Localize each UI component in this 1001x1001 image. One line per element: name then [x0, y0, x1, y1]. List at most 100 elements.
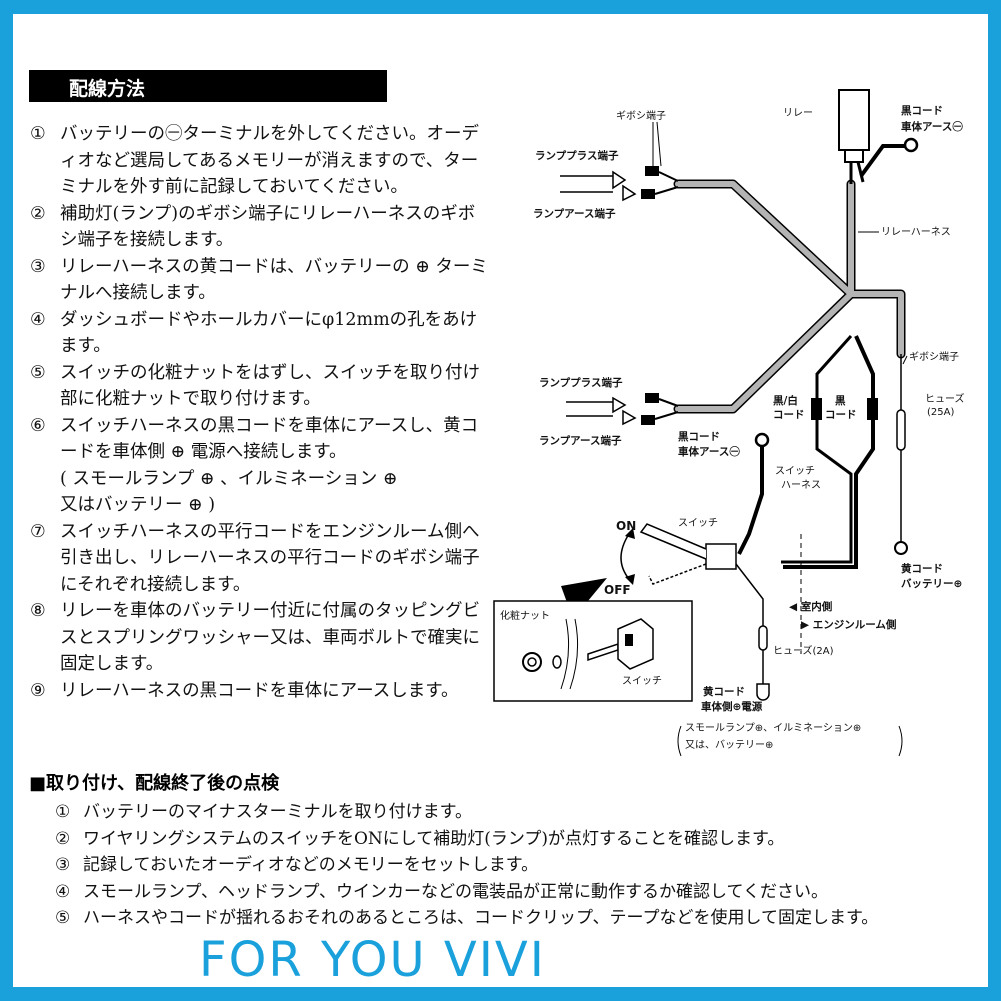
step-number: ③ [30, 256, 46, 277]
step-text: リレーハーネスの黄コードは、バッテリーの ⊕ ターミナルへ接続します。 [60, 256, 488, 304]
inset-switch-knob [625, 634, 633, 646]
inspection-item: ① バッテリーのマイナスターミナルを取り付けます。 [55, 799, 985, 826]
battery-terminal [894, 541, 908, 555]
wiring-step: ⑦ スイッチハーネスの平行コードをエンジンルーム側へ引き出し、リレーハーネスの平行… [30, 519, 490, 599]
step-text: スイッチハーネスの平行コードをエンジンルーム側へ引き出し、リレーハーネスの平行コ… [60, 521, 480, 595]
switch-earth-cord [737, 446, 764, 555]
inspection-item: ⑤ ハーネスやコードが揺れるおそれのあるところは、コードクリップ、テープなどを使用… [55, 905, 985, 932]
section-header: 配線方法 [29, 70, 387, 102]
inspection-number: ① [55, 802, 71, 822]
wiring-step: ⑨ リレーハーネスの黒コードを車体にアースします。 [30, 678, 490, 705]
lamp-wires-top [560, 175, 613, 193]
switch-harness-label-2: ハーネス [781, 479, 821, 491]
wiring-step: ③ リレーハーネスの黄コードは、バッテリーの ⊕ ターミナルへ接続します。 [30, 254, 490, 307]
gibosi-bottom-earth [641, 415, 655, 425]
black-white-label-1: 黒/白 [773, 394, 798, 407]
brand-text: FOR YOU VIVI [199, 932, 546, 987]
step-text: スイッチハーネスの黒コードを車体にアースし、黄コードを車体側 ⊕ 電源へ接続しま… [60, 415, 479, 516]
step-number: ② [30, 203, 46, 224]
yellow-battery-label-1: 黄コード [901, 562, 943, 575]
switch-arrow-heads [625, 528, 635, 585]
black-white-label-2: コード [773, 409, 805, 421]
fuse-2a [758, 625, 768, 651]
relay-harness-cable [675, 181, 904, 412]
step-number: ⑥ [30, 415, 46, 436]
options-line-1: スモールランプ⊕、イルミネーション⊕ [685, 722, 861, 734]
options-bracket-left [677, 725, 682, 757]
wiring-diagram: リレー 黒コード 車体アース㊀ ギボシ端子 ランププラス端子 ランプアース端子 … [493, 89, 965, 757]
black-label-1: 黒 [835, 395, 846, 407]
switch-body [705, 543, 737, 570]
step-number: ① [30, 124, 46, 144]
switch-earth-terminal [754, 432, 770, 448]
lamp-earth-top-label: ランプアース端子 [533, 207, 616, 220]
switch-lever-off [648, 563, 707, 585]
wiring-step: ⑥ スイッチハーネスの黒コードを車体にアースし、黄コードを車体側 ⊕ 電源へ接続し… [30, 413, 490, 519]
options-bracket-right [898, 725, 903, 757]
yellow-body-label-2: 車体側⊕電源 [701, 700, 763, 713]
inspection-title: ■取り付け、配線終了後の点検 [29, 773, 280, 794]
switch-lever-on [639, 523, 707, 560]
step-number: ⑦ [30, 521, 46, 542]
gibosi-top-leads [654, 171, 679, 195]
switch-yellow-cord [735, 563, 764, 684]
inspection-text: ワイヤリングシステムのスイッチをONにして補助灯(ランプ)が点灯することを確認し… [83, 828, 785, 849]
inset-panel [560, 618, 579, 690]
interior-side-label: ◀ 室内側 [789, 600, 832, 613]
inset-washer-icon [552, 655, 562, 669]
lamp-plus-top-label: ランププラス端子 [535, 149, 619, 162]
inset-switch-label: スイッチ [622, 675, 662, 687]
gibosi-top-earth [641, 189, 655, 199]
inspection-item: ③ 記録しておいたオーディオなどのメモリーをセットします。 [55, 852, 985, 879]
switch-earth-label-1: 黒コード [678, 431, 720, 443]
inspection-number: ⑤ [55, 908, 71, 928]
step-text: リレーハーネスの黒コードを車体にアースします。 [60, 680, 459, 701]
options-line-2: 又は、バッテリー⊕ [685, 739, 773, 751]
fuse-2a-label: ヒューズ(2A) [773, 644, 834, 657]
relay-leads [849, 161, 865, 184]
gibosi-black [867, 398, 878, 420]
gibosi-bottom-leads [654, 398, 679, 420]
black-white-cord [781, 334, 853, 564]
lamp-plug-top [612, 170, 637, 202]
relay-harness-label: リレーハーネス [881, 226, 951, 238]
step-number: ⑨ [30, 680, 46, 701]
inset-frame [493, 600, 693, 702]
step-number: ⑤ [30, 362, 46, 383]
gibosi-right-leader [902, 355, 908, 365]
lamp-plug-bottom [612, 396, 637, 426]
inspection-text: バッテリーのマイナスターミナルを取り付けます。 [83, 802, 472, 822]
relay-earth-label: 車体アース㊀ [901, 120, 963, 133]
relay-black-cord [859, 144, 906, 178]
engine-room-side-label: ▶ エンジンルーム側 [801, 618, 896, 631]
relay-connector [844, 149, 864, 163]
inspection-number: ③ [55, 855, 71, 875]
switch-earth-label-2: 車体アース㊀ [678, 445, 740, 458]
gibosi-top-label: ギボシ端子 [616, 109, 666, 122]
wiring-steps: ① バッテリーの㊀ターミナルを外してください。オーディオなど選局してあるメモリーが… [30, 121, 490, 704]
lamp-earth-bottom-label: ランプアース端子 [539, 434, 622, 447]
switch-label: スイッチ [678, 517, 718, 529]
inset-nut-icon [522, 652, 542, 672]
inspection-text: ハーネスやコードが揺れるおそれのあるところは、コードクリップ、テープなどを使用し… [83, 908, 879, 928]
fuse-25a-label-2: (25A) [927, 407, 954, 418]
inset-nut-inner [527, 657, 537, 667]
step-text: バッテリーの㊀ターミナルを外してください。オーディオなど選局してあるメモリーが消… [60, 124, 479, 197]
inspection-text: スモールランプ、ヘッドランプ、ウインカーなどの電装品が正常に動作するか確認してく… [83, 881, 828, 902]
switch-harness-label-1: スイッチ [775, 465, 815, 477]
black-cord [783, 335, 875, 569]
step-text: 補助灯(ランプ)のギボシ端子にリレーハーネスのギボシ端子を接続します。 [60, 203, 476, 251]
step-text: リレーを車体のバッテリー付近に付属のタッピングビスとスプリングワッシャー又は、車… [60, 601, 480, 674]
step-number: ⑧ [30, 601, 46, 621]
wiring-step: ② 補助灯(ランプ)のギボシ端子にリレーハーネスのギボシ端子を接続します。 [30, 201, 490, 254]
relay-earth-terminal [903, 137, 919, 153]
inspection-text: 記録しておいたオーディオなどのメモリーをセットします。 [83, 855, 539, 875]
section-title: 配線方法 [69, 78, 146, 100]
relay-box [838, 89, 870, 151]
step-text: ダッシュボードやホールカバーにφ12mmの孔をあけます。 [60, 309, 478, 357]
